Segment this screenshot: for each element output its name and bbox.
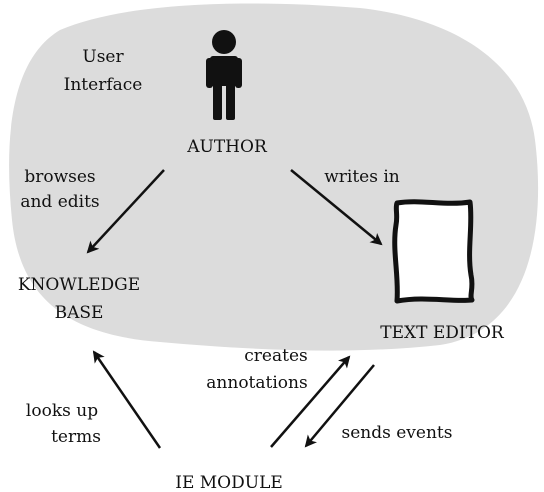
ie-module-label: IE MODULE <box>175 473 283 492</box>
arrow-author-to-knowledge-base <box>86 169 165 254</box>
edge-label-creates: creates <box>244 346 307 366</box>
region-label-line1: User <box>82 47 124 67</box>
author-label: AUTHOR <box>186 137 268 157</box>
arrow-author-to-text-editor <box>290 169 383 246</box>
arrow-text-editor-to-ie-module <box>304 364 375 448</box>
text-editor-label: TEXT EDITOR <box>380 323 505 343</box>
edge-label-terms: terms <box>51 427 101 447</box>
knowledge-base-label-line2: BASE <box>55 303 104 323</box>
arrow-ie-module-to-text-editor <box>270 355 351 448</box>
document-frame-icon <box>392 199 475 304</box>
region-label-line2: Interface <box>64 75 143 95</box>
knowledge-base-label-line1: KNOWLEDGE <box>18 275 140 295</box>
edge-label-looks-up: looks up <box>26 401 98 421</box>
edge-label-browses: browses <box>24 167 95 187</box>
edge-label-and-edits: and edits <box>20 192 99 212</box>
edge-label-sends-events: sends events <box>342 423 453 443</box>
person-icon <box>206 30 242 120</box>
edge-label-writes-in: writes in <box>324 167 400 187</box>
arrow-ie-module-to-knowledge-base <box>92 350 162 449</box>
edge-label-annotations: annotations <box>206 373 307 393</box>
